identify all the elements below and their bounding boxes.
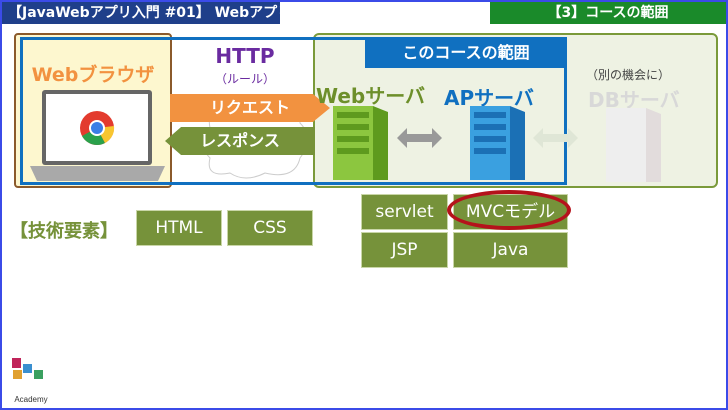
slide-title: 【JavaWebアプリ入門 #01】 Webアプリ — [2, 2, 291, 24]
tag-jsp: JSP — [361, 232, 448, 268]
course-scope-box — [20, 37, 567, 185]
request-arrow: リクエスト — [170, 94, 330, 122]
response-arrow: レスポンス — [165, 127, 315, 155]
db-note: （別の機会に） — [586, 68, 671, 82]
ap-server-icon — [470, 106, 525, 180]
svg-text:Academy: Academy — [14, 395, 47, 404]
browser-label: Webブラウザ — [31, 64, 155, 86]
tag-servlet: servlet — [361, 194, 448, 230]
web-server-label: Webサーバ — [316, 84, 426, 108]
tag-css: CSS — [227, 210, 313, 246]
protocol-note: （ルール） — [214, 72, 275, 86]
double-arrow-icon — [397, 128, 442, 148]
course-scope-label: このコースの範囲 — [365, 37, 567, 68]
web-server-icon — [333, 106, 388, 180]
bcop-academy-logo: Academy — [12, 358, 48, 404]
highlight-circle — [447, 190, 571, 230]
tech-elements-label: 【技術要素】 — [10, 221, 118, 242]
db-server-icon — [606, 108, 661, 182]
tag-java: Java — [453, 232, 568, 268]
protocol-label: HTTP — [215, 44, 275, 68]
tag-html: HTML — [136, 210, 222, 246]
section-title: 【3】コースの範囲 — [490, 2, 726, 24]
laptop-chrome-icon — [30, 90, 165, 181]
double-arrow-faded-icon — [533, 128, 578, 148]
